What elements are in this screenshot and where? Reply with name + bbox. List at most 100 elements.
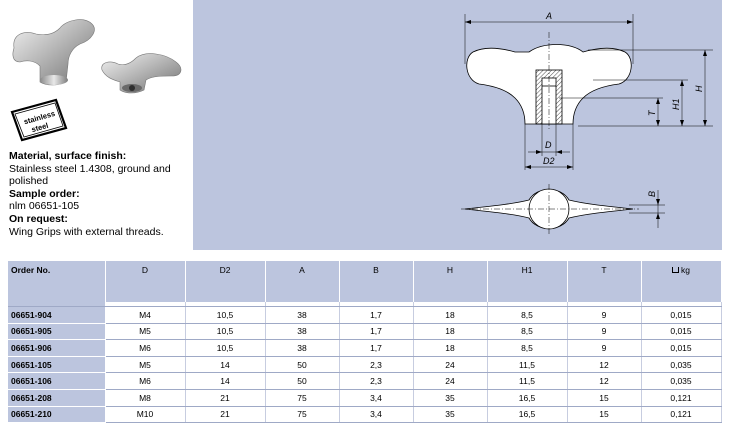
table-cell: 0,015 [641, 339, 722, 357]
table-cell: 35 [413, 389, 488, 407]
table-cell: 11,5 [487, 372, 568, 390]
table-cell: M5 [105, 323, 186, 341]
sample-order-heading: Sample order: [9, 187, 80, 200]
technical-drawing: A H H1 T D D2 B [461, 11, 713, 234]
table-cell: 3,4 [339, 389, 414, 407]
table-cell: 0,121 [641, 389, 722, 407]
order-number-cell: 06651-906 [8, 339, 106, 357]
col-header-kg: kg [641, 261, 722, 302]
dim-label-h: H [694, 85, 704, 92]
table-cell: 18 [413, 323, 488, 341]
table-cell: 50 [265, 372, 340, 390]
table-cell: 12 [567, 356, 642, 374]
order-number-cell: 06651-208 [8, 389, 106, 407]
table-cell: 2,3 [339, 372, 414, 390]
table-cell: 8,5 [487, 323, 568, 341]
table-cell: 1,7 [339, 306, 414, 324]
product-photo [12, 19, 182, 94]
weight-icon [672, 267, 679, 273]
table-cell: 11,5 [487, 356, 568, 374]
table-cell: 10,5 [185, 306, 266, 324]
table-cell: 21 [185, 406, 266, 423]
table-cell: 0,035 [641, 372, 722, 390]
dim-label-d: D [545, 140, 552, 150]
table-cell: 18 [413, 339, 488, 357]
col-header-d: D [105, 261, 186, 302]
dim-label-a: A [545, 11, 552, 21]
col-header-t: T [567, 261, 642, 302]
material-heading: Material, surface finish: [9, 150, 127, 162]
table-cell: 38 [265, 306, 340, 324]
table-cell: 50 [265, 356, 340, 374]
table-cell: 8,5 [487, 339, 568, 357]
table-cell: 75 [265, 406, 340, 423]
table-cell: 38 [265, 339, 340, 357]
table-header-row: Order No. D D2 A B H H1 T kg [8, 261, 722, 302]
table-cell: 3,4 [339, 406, 414, 423]
table-cell: 9 [567, 306, 642, 324]
table-cell: 12 [567, 372, 642, 390]
table-cell: 1,7 [339, 323, 414, 341]
table-cell: 0,015 [641, 323, 722, 341]
sample-order-text: nlm 06651-105 [9, 200, 80, 213]
dim-label-t: T [647, 109, 657, 116]
table-cell: 75 [265, 389, 340, 407]
material-text: Stainless steel 1.4308, ground and polis… [9, 162, 171, 188]
order-number-cell: 06651-105 [8, 356, 106, 374]
col-header-d2: D2 [185, 261, 266, 302]
dim-label-h1: H1 [671, 98, 681, 110]
table-cell: M4 [105, 306, 186, 324]
table-cell: 0,015 [641, 306, 722, 324]
table-cell: M6 [105, 339, 186, 357]
table-cell: 8,5 [487, 306, 568, 324]
on-request-heading: On request: [9, 212, 68, 225]
table-cell: M6 [105, 372, 186, 390]
order-number-cell: 06651-210 [8, 406, 106, 423]
table-cell: 0,035 [641, 356, 722, 374]
dim-label-d2: D2 [543, 156, 555, 166]
col-header-kg-label: kg [681, 265, 690, 275]
table-spacer-row [8, 302, 722, 307]
dim-label-b: B [647, 191, 657, 197]
table-cell: 24 [413, 356, 488, 374]
on-request-text: Wing Grips with external threads. [9, 225, 164, 238]
table-cell: 24 [413, 372, 488, 390]
table-cell: 21 [185, 389, 266, 407]
order-number-cell: 06651-905 [8, 323, 106, 341]
product-description: Material, surface finish: Stainless stee… [9, 150, 184, 238]
technical-drawing-panel: A H H1 T D D2 B [193, 0, 722, 250]
col-header-order-no: Order No. [8, 261, 106, 302]
col-header-h1: H1 [487, 261, 568, 302]
table-cell: 16,5 [487, 406, 568, 423]
table-cell: 9 [567, 323, 642, 341]
table-cell: 18 [413, 306, 488, 324]
table-cell: 0,121 [641, 406, 722, 423]
table-cell: 35 [413, 406, 488, 423]
table-cell: M5 [105, 356, 186, 374]
table-cell: 15 [567, 389, 642, 407]
order-number-cell: 06651-106 [8, 372, 106, 390]
table-cell: 10,5 [185, 339, 266, 357]
table-cell: 1,7 [339, 339, 414, 357]
table-cell: 14 [185, 356, 266, 374]
table-cell: 14 [185, 372, 266, 390]
col-header-a: A [265, 261, 340, 302]
table-cell: 2,3 [339, 356, 414, 374]
stainless-steel-badge: stainless steel [10, 98, 68, 142]
table-cell: 16,5 [487, 389, 568, 407]
order-number-cell: 06651-904 [8, 306, 106, 324]
table-cell: 15 [567, 406, 642, 423]
table-cell: 10,5 [185, 323, 266, 341]
col-header-b: B [339, 261, 414, 302]
table-cell: M8 [105, 389, 186, 407]
table-cell: M10 [105, 406, 186, 423]
